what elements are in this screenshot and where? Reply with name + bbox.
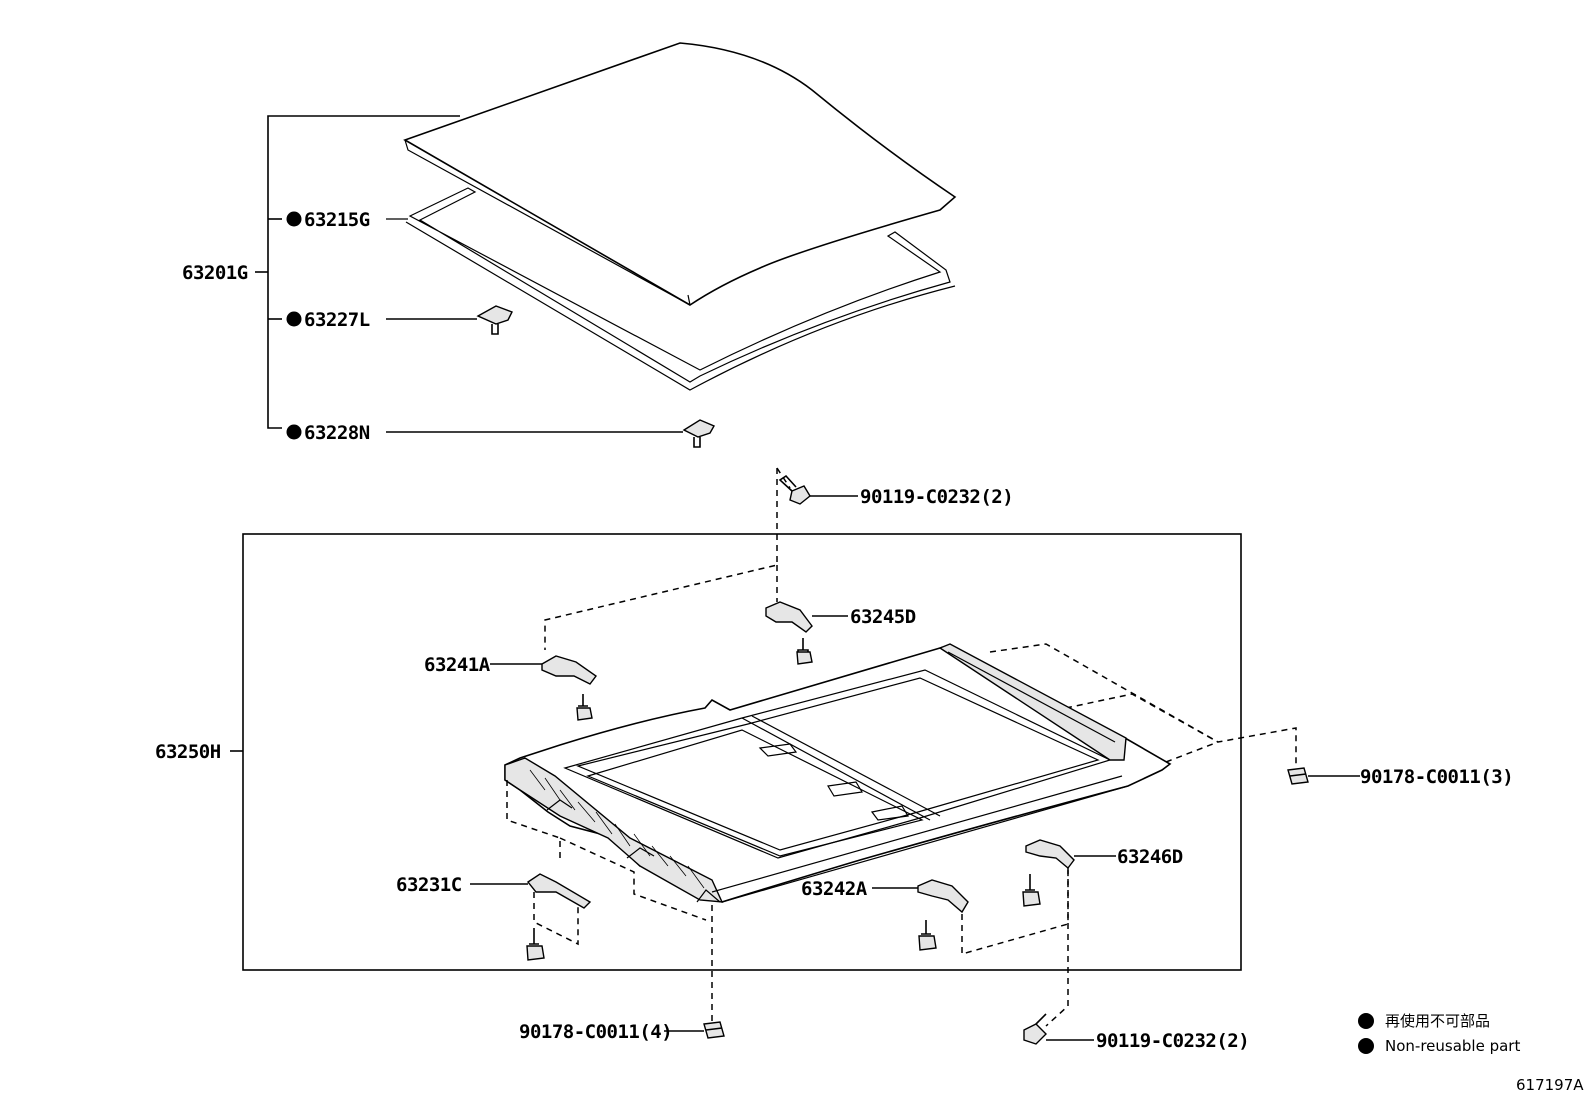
label-90119-c0232-bottom: 90119-C0232(2) (1096, 1030, 1249, 1052)
label-63242a: 63242A (801, 878, 868, 900)
clip-63228n (682, 419, 715, 448)
label-63215g: 63215G (304, 209, 370, 231)
sunroof-glass-panel (403, 42, 957, 306)
label-63246d: 63246D (1117, 846, 1183, 868)
screw-bottom (1023, 1013, 1047, 1045)
legend: 再使用不可部品 Non-reusable part (1358, 1012, 1520, 1055)
nut-right (1287, 767, 1309, 785)
non-reusable-dot-icon (286, 311, 302, 327)
nut-bottom (703, 1021, 725, 1039)
bracket-63241a (541, 655, 597, 721)
bracket-63245d (765, 601, 813, 665)
non-reusable-dot-icon (1358, 1038, 1374, 1054)
sunroof-housing (504, 643, 1172, 903)
label-90178-c0011-right: 90178-C0011(3) (1360, 766, 1513, 788)
legend-english: Non-reusable part (1385, 1037, 1520, 1055)
label-63228n: 63228N (304, 422, 370, 444)
label-63227l: 63227L (304, 309, 370, 331)
label-63201g: 63201G (182, 262, 248, 284)
label-63241a: 63241A (424, 654, 491, 676)
housing-assembly-frame (242, 533, 1242, 971)
clip-63227l (476, 305, 513, 335)
non-reusable-dot-icon (1358, 1013, 1374, 1029)
non-reusable-dot-icon (286, 424, 302, 440)
screw-top (776, 467, 811, 505)
weatherstrip-ring (408, 187, 951, 383)
label-90178-c0011-bottom: 90178-C0011(4) (519, 1021, 672, 1043)
bracket-63242a (917, 879, 969, 951)
bracket-63231c (526, 873, 592, 961)
bracket-63246d (1022, 839, 1075, 907)
non-reusable-dot-icon (286, 211, 302, 227)
figure-number: 617197A (1516, 1076, 1584, 1094)
label-63245d: 63245D (850, 606, 916, 628)
label-63250h: 63250H (155, 741, 221, 763)
glass-panel-group (255, 42, 957, 448)
label-90119-c0232-top: 90119-C0232(2) (860, 486, 1013, 508)
legend-japanese: 再使用不可部品 (1385, 1012, 1490, 1030)
label-63231c: 63231C (396, 874, 462, 896)
